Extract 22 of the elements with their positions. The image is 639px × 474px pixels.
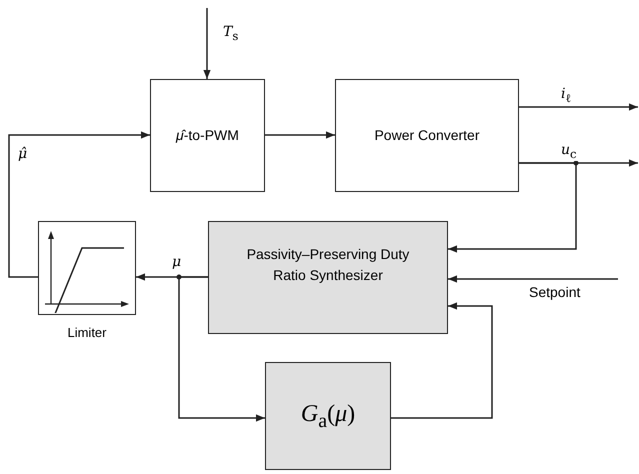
block-label: G$_{a}$(μ) xyxy=(300,400,356,434)
arrow xyxy=(265,131,335,139)
process-box xyxy=(208,221,448,334)
edge-label: i$_{ℓ}$ xyxy=(560,86,572,105)
arrow xyxy=(519,103,638,111)
edge-label: Setpoint xyxy=(528,284,582,300)
block-label: Passivity–Preserving Duty Ratio Synthesizer xyxy=(246,244,410,285)
arrow xyxy=(448,162,577,253)
edge-label: T$_{s}$ xyxy=(222,24,240,43)
process-box xyxy=(150,79,265,192)
arrow xyxy=(8,131,150,278)
block-caption: Limiter xyxy=(66,325,108,340)
arrow xyxy=(448,275,618,283)
block-label: Power Converter xyxy=(374,126,480,145)
arrow xyxy=(203,8,211,79)
limiter-block xyxy=(38,221,136,315)
transfer-function-box xyxy=(265,362,391,470)
arrow xyxy=(391,302,493,419)
block-label: μ̂-to-PWM xyxy=(176,126,239,145)
arrow xyxy=(178,276,265,422)
edge-label: μ̂ xyxy=(17,146,28,162)
process-box xyxy=(335,79,519,192)
